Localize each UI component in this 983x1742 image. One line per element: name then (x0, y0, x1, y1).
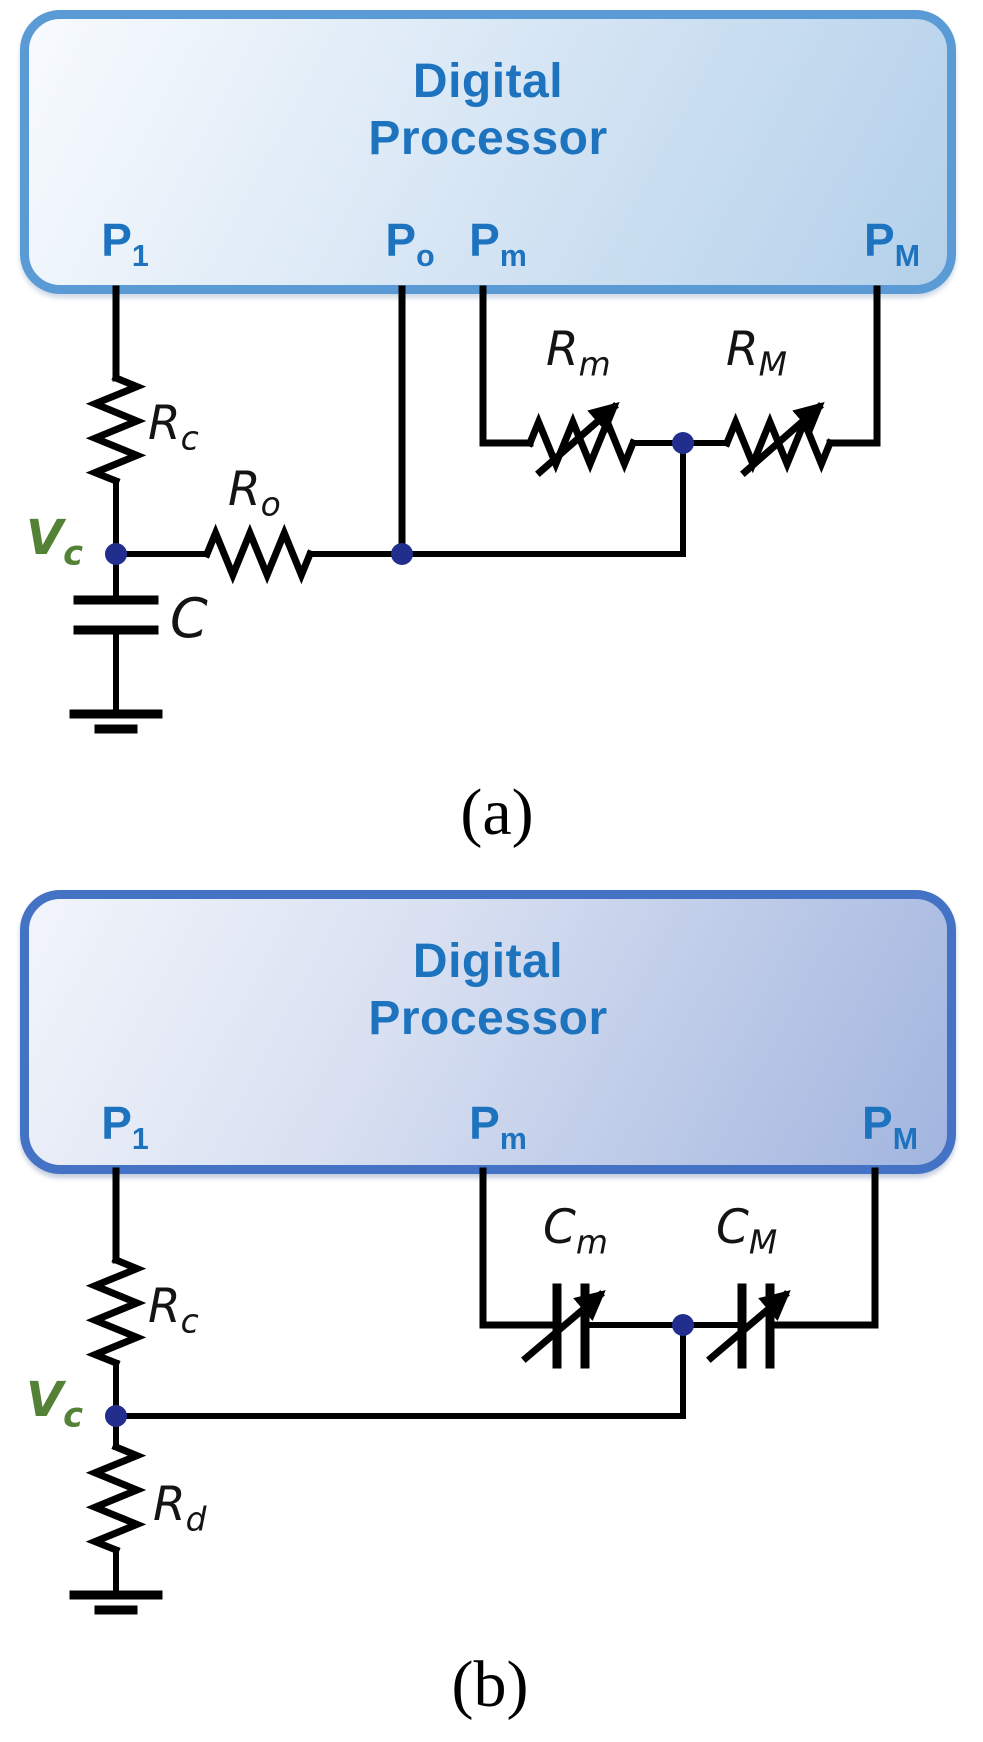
processor-title-a: Digital Processor (29, 53, 947, 167)
circuit-a (69, 285, 881, 734)
variable-arrow-cm (521, 1290, 606, 1363)
pin-label-pM-a: PM (864, 214, 920, 274)
wire-vc-to-cap-node (113, 1322, 686, 1419)
resistor-rc-a (85, 373, 147, 486)
processor-title-a-line1: Digital (412, 55, 564, 108)
label-c: C (170, 587, 208, 650)
processor-title-b: Digital Processor (29, 933, 947, 1047)
node-dot-cm-cM (672, 1314, 694, 1336)
label-ro: Ro (228, 462, 281, 524)
processor-title-b-line2: Processor (368, 992, 608, 1045)
label-rc-a: Rc (148, 396, 199, 458)
pin-stub-pm-a (479, 285, 534, 447)
pin-label-p1-b: P1 (101, 1097, 149, 1157)
processor-title-a-line2: Processor (368, 112, 608, 165)
label-vc-b: Vc (26, 1372, 84, 1435)
caption-a: (a) (460, 776, 534, 849)
digital-processor-box-b: Digital Processor (20, 890, 956, 1174)
pin-label-po: Po (385, 214, 435, 274)
resistor-rc-b (85, 1255, 147, 1368)
node-dot-rm-rM (672, 432, 694, 454)
resistor-rd (85, 1442, 147, 1555)
caption-b: (b) (451, 1648, 529, 1721)
node-dot-vc-a (105, 543, 127, 565)
variable-arrow-rm (535, 402, 620, 477)
resistor-ro (202, 523, 315, 585)
label-rc-b: Rc (148, 1279, 199, 1341)
label-rm: Rm (546, 322, 611, 384)
pin-stub-pm-b (479, 1167, 561, 1329)
variable-arrow-cM (706, 1290, 791, 1363)
node-dot-vc-b (105, 1405, 127, 1427)
pin-label-pm-a: Pm (469, 214, 527, 274)
label-cM: CM (716, 1200, 778, 1262)
wire-cM-to-pin-pM-b (766, 1167, 879, 1329)
circuit-b (69, 1167, 879, 1615)
digital-processor-box-a: Digital Processor (20, 10, 956, 294)
pin-label-pm-b: Pm (469, 1097, 527, 1157)
node-dot-po (391, 543, 413, 565)
label-rd: Rd (153, 1477, 207, 1539)
resistor-rm (525, 412, 638, 474)
pin-label-pM-b: PM (862, 1097, 918, 1157)
variable-arrow-rM (740, 402, 825, 477)
label-cm: Cm (543, 1200, 608, 1262)
label-rM: RM (726, 322, 788, 384)
wire-rM-to-pin-pM-a (826, 285, 881, 447)
label-vc-a: Vc (26, 510, 84, 573)
processor-title-b-line1: Digital (412, 935, 564, 988)
pin-label-p1-a: P1 (101, 214, 149, 274)
